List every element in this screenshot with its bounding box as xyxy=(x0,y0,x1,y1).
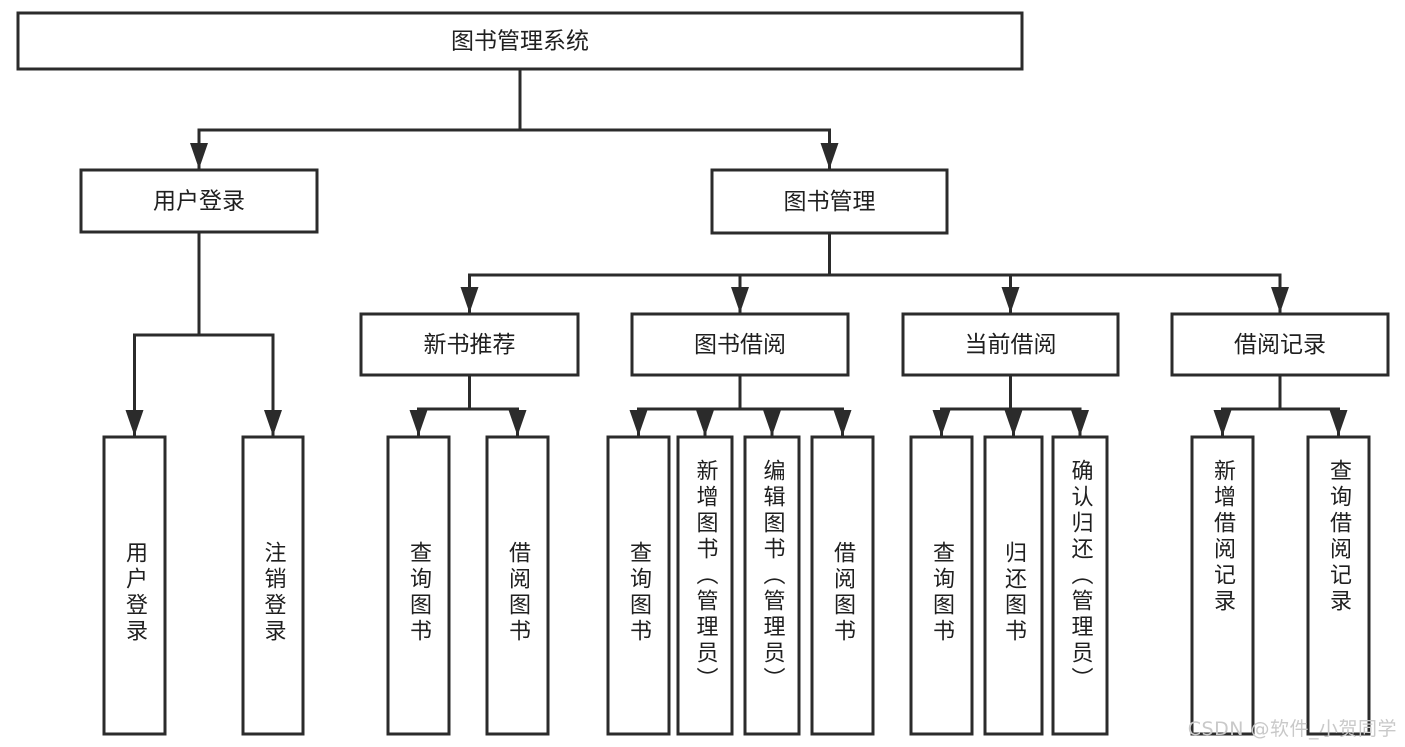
arrow-head-icon xyxy=(1001,287,1020,313)
arrow-head-icon xyxy=(1213,410,1232,436)
node-leaf-add-book-admin[interactable] xyxy=(676,435,734,736)
node-leaf-user-login[interactable] xyxy=(102,435,167,736)
node-leaf-query-borrow-record[interactable] xyxy=(1306,435,1371,736)
node-user-login[interactable]: 用户登录 xyxy=(79,168,319,234)
node-borrow-record[interactable]: 借阅记录 xyxy=(1170,312,1390,377)
node-label: 新书推荐 xyxy=(424,332,516,358)
node-box[interactable] xyxy=(676,435,734,736)
node-leaf-user-logout[interactable] xyxy=(241,435,305,736)
node-box[interactable] xyxy=(79,168,319,234)
node-leaf-confirm-return-admin[interactable] xyxy=(1051,435,1109,736)
arrow-head-icon xyxy=(460,287,479,313)
arrow-head-icon xyxy=(264,410,282,436)
arrow-head-icon xyxy=(190,143,208,169)
node-root[interactable]: 图书管理系统 xyxy=(16,11,1024,71)
node-book-borrow[interactable]: 图书借阅 xyxy=(630,312,850,377)
arrow-head-icon xyxy=(1004,410,1023,436)
watermark-text: CSDN @软件_小贺同学 xyxy=(1187,718,1397,740)
node-box[interactable] xyxy=(1190,435,1255,736)
node-box[interactable] xyxy=(241,435,305,736)
arrow-head-icon xyxy=(820,143,839,169)
node-box[interactable] xyxy=(359,312,580,377)
arrow-head-icon xyxy=(1271,287,1289,313)
node-leaf-query-book-3[interactable] xyxy=(909,435,974,736)
node-label: 图书管理系统 xyxy=(451,29,589,55)
arrow-head-icon xyxy=(409,410,428,436)
node-label: 图书管理 xyxy=(784,189,876,215)
arrow-head-icon xyxy=(629,410,648,436)
node-box[interactable] xyxy=(102,435,167,736)
node-leaf-borrow-book-2[interactable] xyxy=(810,435,875,736)
node-box[interactable] xyxy=(743,435,801,736)
node-box[interactable] xyxy=(630,312,850,377)
node-new-book-recommend[interactable]: 新书推荐 xyxy=(359,312,580,377)
arrow-head-icon xyxy=(731,287,749,313)
node-box[interactable] xyxy=(485,435,550,736)
node-box[interactable] xyxy=(901,312,1120,377)
arrow-head-icon xyxy=(508,410,527,436)
connector-lines xyxy=(125,67,1348,438)
node-current-borrow[interactable]: 当前借阅 xyxy=(901,312,1120,377)
node-book-manage[interactable]: 图书管理 xyxy=(710,168,949,235)
arrow-head-icon xyxy=(696,410,714,436)
node-box[interactable] xyxy=(16,11,1024,71)
arrow-head-icon xyxy=(1329,410,1348,436)
node-box[interactable] xyxy=(1051,435,1109,736)
node-leaf-query-book-2[interactable] xyxy=(606,435,671,736)
node-leaf-borrow-book-1[interactable] xyxy=(485,435,550,736)
node-label: 当前借阅 xyxy=(965,332,1057,358)
arrow-head-icon xyxy=(763,410,781,436)
arrow-head-icon xyxy=(932,410,951,436)
node-label: 用户登录 xyxy=(153,189,245,215)
node-leaf-return-book[interactable] xyxy=(983,435,1044,736)
arrow-head-icon xyxy=(833,410,852,436)
node-leaf-edit-book-admin[interactable] xyxy=(743,435,801,736)
node-box[interactable] xyxy=(386,435,451,736)
node-box[interactable] xyxy=(606,435,671,736)
node-leaf-query-book-1[interactable] xyxy=(386,435,451,736)
node-box[interactable] xyxy=(710,168,949,235)
node-label: 借阅记录 xyxy=(1234,332,1326,358)
node-box[interactable] xyxy=(810,435,875,736)
node-box[interactable] xyxy=(1306,435,1371,736)
node-label: 图书借阅 xyxy=(694,332,786,358)
node-box[interactable] xyxy=(983,435,1044,736)
arrow-head-icon xyxy=(125,410,144,436)
arrow-head-icon xyxy=(1071,410,1089,436)
node-leaf-add-borrow-record[interactable] xyxy=(1190,435,1255,736)
node-box[interactable] xyxy=(909,435,974,736)
node-box[interactable] xyxy=(1170,312,1390,377)
